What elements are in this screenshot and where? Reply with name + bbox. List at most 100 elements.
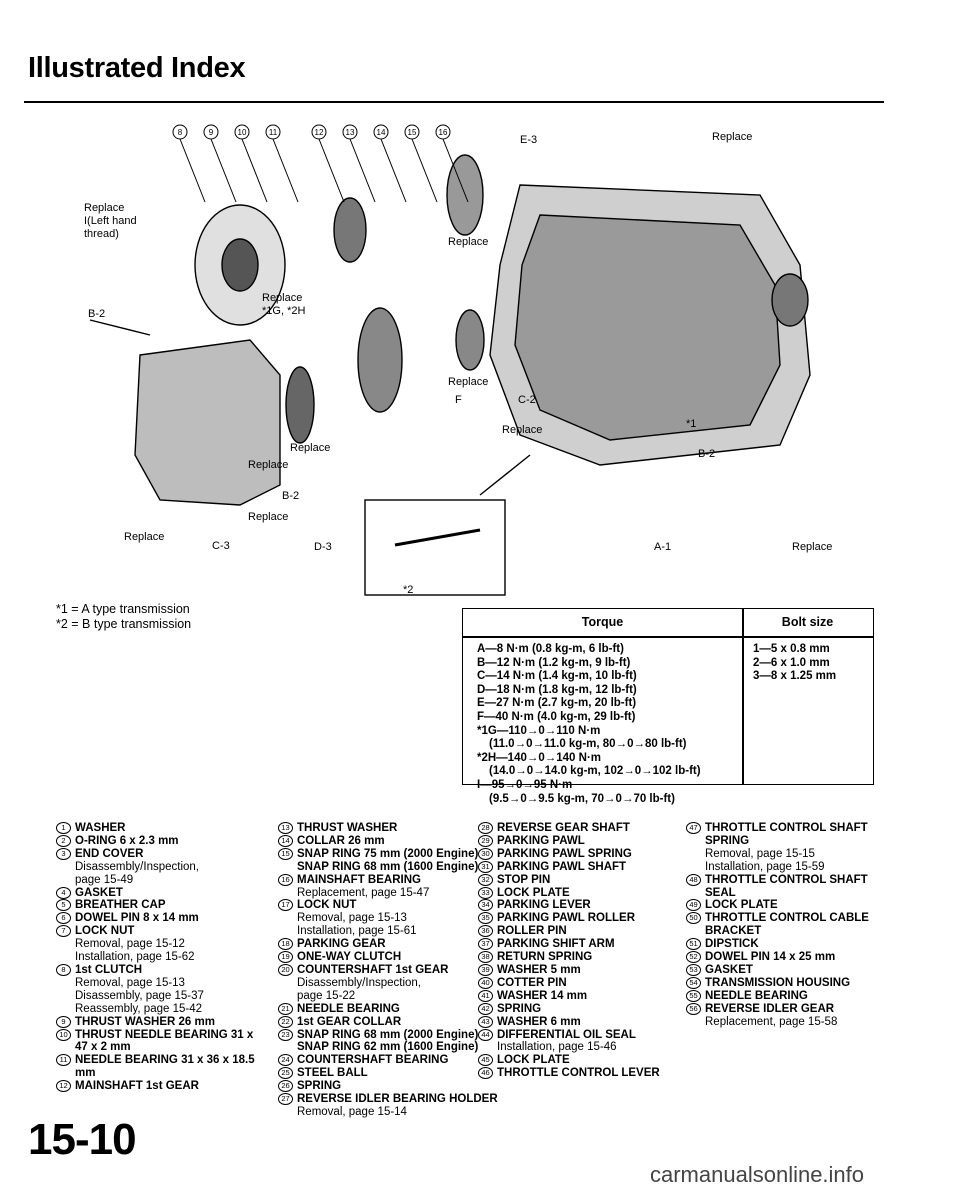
- parking-gear: [285, 366, 315, 444]
- part-note: Installation, page 15-61: [297, 925, 417, 938]
- part-number-badge: 43: [478, 1015, 493, 1028]
- part-number-badge: 16: [278, 873, 293, 886]
- part-note: Removal, page 15-14: [297, 1105, 407, 1118]
- part-number-badge: 2: [56, 834, 71, 847]
- callout-star-2: *2: [403, 584, 413, 596]
- part-number-badge: 51: [686, 938, 701, 951]
- part-marker-label: 8: [178, 128, 183, 137]
- part-name: O-RING 6 x 2.3 mm: [75, 834, 179, 847]
- callout-bolt-d3: D-3: [314, 541, 332, 553]
- callout-bolt-b2b: B-2: [282, 490, 299, 502]
- part-list-item: 31 PARKING PAWL SHAFT: [478, 860, 690, 874]
- exploded-view-diagram: Replace I(Left hand thread) Replace Repl…: [84, 124, 832, 596]
- leader-line: [380, 138, 407, 203]
- part-marker-label: 9: [209, 128, 214, 137]
- part-number-badge: 22: [278, 1015, 293, 1028]
- part-number-badge: 55: [686, 989, 701, 1002]
- legend-line-1: *1 = A type transmission: [56, 602, 190, 616]
- part-note: Disassembly/Inspection,: [297, 976, 421, 989]
- leader-line: [442, 138, 469, 203]
- torque-row: I—95→0→95 N·m: [477, 778, 573, 791]
- part-number-badge: 14: [278, 834, 293, 847]
- torque-row: D—18 N·m (1.8 kg-m, 12 lb-ft): [477, 683, 637, 696]
- part-name: COLLAR 26 mm: [297, 834, 385, 847]
- part-number-badge: 38: [478, 951, 493, 964]
- torque-row: C—14 N·m (1.4 kg-m, 10 lb-ft): [477, 670, 637, 683]
- part-name: PARKING LEVER: [497, 899, 591, 912]
- countershaft-bearing: [455, 309, 485, 371]
- part-number-badge: 25: [278, 1067, 293, 1080]
- part-number-badge: 42: [478, 1002, 493, 1015]
- part-name: END COVER: [75, 847, 144, 860]
- part-list-item: 2 O-RING 6 x 2.3 mm: [56, 834, 266, 848]
- part-number-badge: 31: [478, 860, 493, 873]
- part-list-item: 36 ROLLER PIN: [478, 925, 690, 938]
- part-name: DIFFERENTIAL OIL SEAL: [497, 1028, 636, 1041]
- part-number-badge: 26: [278, 1080, 293, 1093]
- legend-line-2: *2 = B type transmission: [56, 617, 192, 631]
- part-name: PARKING PAWL SPRING: [497, 847, 632, 860]
- part-name: BREATHER CAP: [75, 899, 166, 912]
- part-name: WASHER 14 mm: [497, 989, 588, 1002]
- part-name: WASHER: [75, 822, 126, 834]
- part-number-badge: 4: [56, 886, 71, 899]
- callout-bolt-a1: A-1: [654, 541, 671, 553]
- part-name: DIPSTICK: [705, 938, 759, 951]
- part-list-item: 51 DIPSTICK: [686, 938, 886, 951]
- bolt-size-header: Bolt size: [781, 615, 834, 629]
- part-name: ROLLER PIN: [497, 925, 567, 938]
- part-name: NEEDLE BEARING: [705, 989, 808, 1002]
- part-name: SPRING: [497, 1002, 542, 1015]
- part-name: LOCK NUT: [297, 899, 357, 912]
- part-number-badge: 17: [278, 899, 293, 912]
- part-name: REVERSE IDLER GEAR: [705, 1002, 835, 1015]
- part-name: REVERSE IDLER BEARING HOLDER: [297, 1093, 498, 1106]
- torque-header: Torque: [581, 615, 624, 629]
- part-name: PARKING PAWL SHAFT: [497, 860, 627, 873]
- part-name: TRANSMISSION HOUSING: [705, 976, 851, 989]
- part-number-badge: 44: [478, 1028, 493, 1041]
- leader-line: [241, 138, 268, 203]
- bolt-size-row: 2—6 x 1.0 mm: [753, 656, 830, 669]
- part-number-badge: 3: [56, 847, 71, 860]
- idler-gear: [771, 273, 809, 327]
- part-list-item: 42 SPRING: [478, 1002, 690, 1016]
- part-name: COTTER PIN: [497, 976, 567, 989]
- part-name: NEEDLE BEARING 31 x 36 x 18.5 mm: [75, 1054, 255, 1080]
- part-number-badge: 10: [56, 1028, 71, 1041]
- part-name: WASHER 6 mm: [497, 1015, 581, 1028]
- callout-replace-53: Replace: [712, 131, 752, 143]
- callout-star-1: *1: [686, 418, 696, 430]
- part-name: THROTTLE CONTROL LEVER: [497, 1067, 660, 1080]
- part-note: Replacement, page 15-47: [297, 886, 430, 899]
- part-number-badge: 36: [478, 925, 493, 938]
- part-marker-label: 11: [269, 128, 278, 137]
- part-name: THROTTLE CONTROL SHAFT SEAL: [705, 873, 868, 899]
- part-number-badge: 49: [686, 899, 701, 912]
- part-note: page 15-22: [297, 989, 356, 1002]
- part-number-badge: 24: [278, 1054, 293, 1067]
- part-name: GASKET: [75, 886, 123, 899]
- callout-bolt-f: F: [455, 394, 462, 406]
- part-number-badge: 28: [478, 822, 493, 834]
- callout-replace-7: Replace: [84, 202, 124, 214]
- leader-line: [179, 138, 206, 203]
- part-name: WASHER 5 mm: [497, 963, 581, 976]
- part-name: PARKING PAWL ROLLER: [497, 912, 635, 925]
- callout-replace-33: Replace: [502, 424, 542, 436]
